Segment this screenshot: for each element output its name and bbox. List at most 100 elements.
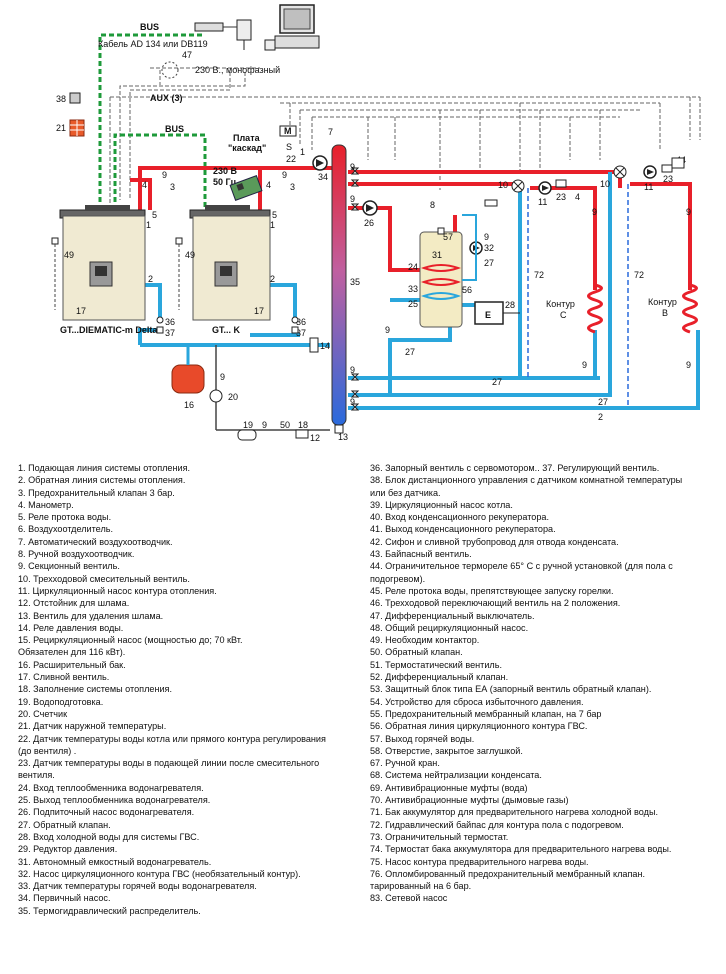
return-valves <box>156 316 299 334</box>
legend-item: 3. Предохранительный клапан 3 бар. <box>18 487 175 498</box>
legend-item: 11. Циркуляционный насос контура отоплен… <box>18 585 217 596</box>
svg-text:24: 24 <box>408 262 418 272</box>
dhw-tank <box>419 227 463 328</box>
legend-item: 7. Автоматический воздухоотводчик. <box>18 536 173 547</box>
svg-text:17: 17 <box>76 306 86 316</box>
legend-item: 32. Насос циркуляционного контура ГВС (н… <box>18 868 301 879</box>
legend: 1. Подающая линия системы отопления.2. О… <box>0 462 726 967</box>
svg-text:21: 21 <box>56 123 66 133</box>
svg-text:4: 4 <box>575 192 580 202</box>
bus-interface-box <box>194 22 224 32</box>
svg-text:5: 5 <box>272 210 277 220</box>
legend-item: 18. Заполнение системы отопления. <box>18 684 172 695</box>
legend-item: 51. Термостатический вентиль. <box>370 659 502 670</box>
svg-text:22: 22 <box>286 154 296 164</box>
legend-item: 5. Реле протока воды. <box>18 512 112 523</box>
legend-item: подогревом). <box>370 573 426 584</box>
legend-item: 50. Обратный клапан. <box>370 647 463 658</box>
legend-item: 71. Бак аккумулятор для предварительного… <box>370 807 659 818</box>
circuit-c-pump-icon <box>538 181 552 195</box>
legend-item: 34. Первичный насос. <box>18 893 111 904</box>
cable-label: Кабель AD 134 или DB119 <box>98 39 208 49</box>
supply-50hz-label: 50 Гц <box>213 177 237 187</box>
svg-text:36: 36 <box>296 317 306 327</box>
legend-item: (до вентиля) . <box>18 745 77 756</box>
primary-pump-icon <box>312 155 328 171</box>
dhw-charge-pump-icon <box>362 200 378 216</box>
svg-text:10: 10 <box>498 180 508 190</box>
e-label: E <box>485 310 491 320</box>
svg-text:9: 9 <box>350 365 355 375</box>
svg-text:9: 9 <box>282 170 287 180</box>
legend-item: 36. Запорный вентиль с сервомотором.. 37… <box>370 463 660 473</box>
legend-item: 8. Ручной воздухоотводчик. <box>18 549 135 560</box>
legend-item: 22. Датчик температуры воды котла или пр… <box>18 733 326 744</box>
svg-text:33: 33 <box>408 284 418 294</box>
hydraulic-distributor <box>331 144 347 426</box>
legend-item: 42. Сифон и сливной трубопровод для отво… <box>370 536 619 547</box>
cascade-board-icon <box>229 175 263 201</box>
circuit-c-label-1: Контур <box>546 299 575 309</box>
svg-text:9: 9 <box>262 420 267 430</box>
svg-text:3: 3 <box>170 182 175 192</box>
svg-text:9: 9 <box>592 207 597 217</box>
m-box <box>279 125 297 137</box>
svg-text:72: 72 <box>634 270 644 280</box>
legend-item: 19. Водоподготовка. <box>18 696 104 707</box>
legend-item: 4. Манометр. <box>18 499 74 510</box>
computer-icon <box>264 4 320 51</box>
plate-cascade-label-1: Плата <box>233 133 261 143</box>
legend-item: 25. Выход теплообменника водонагревателя… <box>18 795 211 806</box>
legend-item: 83. Сетевой насос <box>370 893 448 904</box>
svg-text:36: 36 <box>165 317 175 327</box>
legend-item: 17. Сливной вентиль. <box>18 672 110 683</box>
legend-item: 24. Вход теплообменника водонагревателя. <box>18 782 204 793</box>
svg-text:56: 56 <box>462 285 472 295</box>
svg-text:47: 47 <box>182 50 192 60</box>
return-pipes <box>138 172 700 410</box>
legend-item: 41. Выход конденсационного рекуператора. <box>370 524 556 535</box>
legend-item: 53. Защитный блок типа ЕА (запорный вент… <box>370 684 652 695</box>
svg-text:4: 4 <box>142 180 147 190</box>
legend-item: 15. Рециркуляционный насос (мощностью до… <box>18 635 243 646</box>
expansion-tank <box>171 345 205 394</box>
legend-item: 46. Трехходовой переключающий вентиль на… <box>370 598 621 609</box>
svg-text:27: 27 <box>598 397 608 407</box>
svg-text:57: 57 <box>443 232 453 242</box>
mixing-valve-b-icon <box>613 165 627 179</box>
legend-item: или без датчика. <box>370 487 441 498</box>
circuit-c-label-2: C <box>560 310 567 320</box>
legend-item: 75. Насос контура предварительного нагре… <box>370 856 589 867</box>
legend-item: 26. Подпиточный насос водонагревателя. <box>18 807 195 818</box>
svg-text:9: 9 <box>220 372 225 382</box>
legend-item: 54. Устройство для сброса избыточного да… <box>370 696 584 707</box>
svg-text:37: 37 <box>165 328 175 338</box>
legend-item: 6. Воздухоотделитель. <box>18 524 114 535</box>
svg-text:2: 2 <box>270 274 275 284</box>
svg-text:2: 2 <box>148 274 153 284</box>
legend-item: 72. Гидравлический байпас для контура по… <box>370 819 624 830</box>
svg-text:4: 4 <box>266 180 271 190</box>
legend-item: 74. Термостат бака аккумулятора для пред… <box>370 844 672 855</box>
svg-text:9: 9 <box>484 232 489 242</box>
svg-text:10: 10 <box>600 179 610 189</box>
legend-item: 33. Датчик температуры горячей воды водо… <box>18 881 257 892</box>
svg-text:1: 1 <box>300 147 305 157</box>
svg-text:9: 9 <box>686 207 691 217</box>
boiler-2-label: GT... K <box>212 325 241 335</box>
s-label: S <box>286 142 292 152</box>
legend-item: 39. Циркуляционный насос котла. <box>370 499 513 510</box>
legend-item: тарированный на 6 бар. <box>370 881 472 892</box>
legend-item: 38. Блок дистанционного управления с дат… <box>370 475 683 486</box>
svg-text:11: 11 <box>538 197 547 207</box>
legend-item: 43. Байпасный вентиль. <box>370 549 472 560</box>
svg-text:38: 38 <box>56 94 66 104</box>
remote-control-icon <box>69 92 81 104</box>
svg-text:17: 17 <box>254 306 264 316</box>
svg-text:7: 7 <box>328 127 333 137</box>
legend-column-right: 36. Запорный вентиль с сервомотором.. 37… <box>370 462 720 905</box>
svg-text:20: 20 <box>228 392 238 402</box>
svg-text:49: 49 <box>185 250 195 260</box>
svg-text:9: 9 <box>350 397 355 407</box>
circuit-b-label-1: Контур <box>648 297 677 307</box>
